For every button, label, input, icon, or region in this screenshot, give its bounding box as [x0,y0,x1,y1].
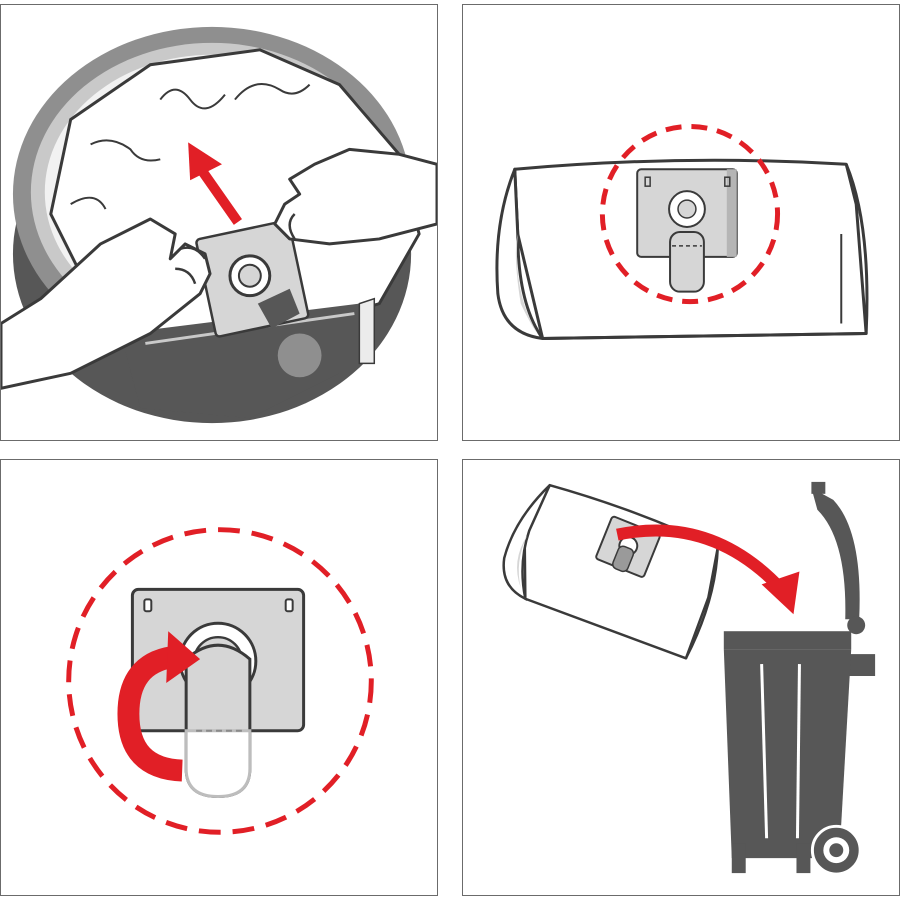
trash-bin [723,481,876,876]
rotate-arrow-icon [117,631,201,782]
bag-seal-plate [636,168,738,293]
step-1-panel [0,4,438,441]
throw-arrow-icon [616,524,800,615]
left-hand [1,217,212,390]
step-2-panel [462,4,900,441]
vacuum-front [120,297,376,419]
step-3-panel [0,459,438,896]
dispose-bag-in-bin-icon [502,481,876,876]
highlight-circle [66,527,374,835]
seal-slider [184,643,252,798]
remove-bag-from-vacuum-icon [1,26,437,424]
dust-bag [502,483,719,660]
pull-up-arrow-icon [188,142,242,225]
bag-with-highlighted-seal-icon [495,123,869,340]
bag-seal-plate [195,219,310,338]
step-4-panel [462,459,900,896]
right-hand [273,147,437,246]
close-seal-slider-icon [66,527,374,835]
highlight-circle [599,123,781,305]
